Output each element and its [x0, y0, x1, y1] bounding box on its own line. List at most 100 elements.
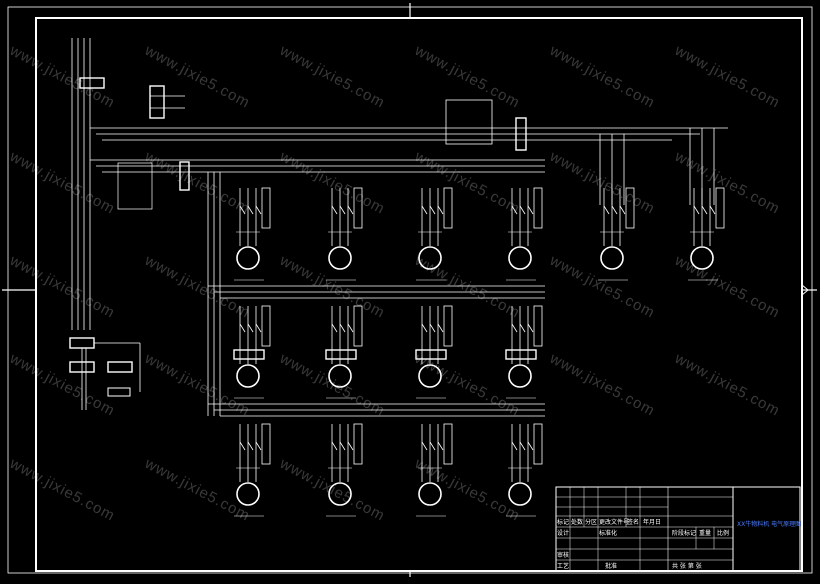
tb-drawing-name: XX牛物料机 电气原理图: [737, 520, 801, 528]
control-contact: [353, 305, 363, 347]
motor-unit-row1-1: [234, 187, 271, 281]
inner-border: [35, 17, 803, 572]
motor-symbol: [600, 246, 624, 270]
tb-label-date: 年月日: [643, 518, 661, 526]
motor-unit-row1-2: [326, 187, 363, 281]
contact: [339, 205, 346, 215]
contact: [511, 205, 518, 215]
plc-block: [107, 361, 133, 373]
contact: [247, 205, 254, 215]
bus-wiring: [71, 38, 728, 417]
motor-unit-row1-3: [416, 187, 453, 281]
contact: [331, 441, 338, 451]
control-transformer: [69, 337, 95, 349]
tb-label-scale: 比例: [717, 529, 729, 537]
tb-label-weight: 重量: [699, 529, 711, 537]
control-contact: [443, 187, 453, 229]
control-contact: [261, 423, 271, 465]
motor-unit-row3-4: [506, 423, 543, 517]
motor-unit-row1-6: [688, 187, 725, 281]
overload-relay: [233, 349, 265, 360]
contact: [527, 441, 534, 451]
contact: [239, 323, 246, 333]
contact: [255, 205, 262, 215]
motor-unit-row1-4: [506, 187, 543, 281]
fuse-block: [149, 85, 165, 119]
tb-label-count: 处数: [571, 518, 583, 526]
contact: [247, 441, 254, 451]
contact: [331, 205, 338, 215]
motor-unit-row3-3: [416, 423, 453, 517]
main-breaker: [79, 77, 105, 89]
motor-circuits: [233, 187, 725, 517]
orientation-arrow: [801, 289, 809, 296]
contact: [429, 441, 436, 451]
tb-label-sheet: 共 张 第 张: [672, 562, 702, 570]
contact: [519, 441, 526, 451]
contact: [255, 441, 262, 451]
thermal-relay: [179, 161, 190, 191]
motor-symbol: [328, 364, 352, 388]
orientation-arrow: [801, 284, 809, 291]
overload-relay: [325, 349, 357, 360]
motor-unit-row3-1: [234, 423, 271, 517]
contact: [693, 205, 700, 215]
tb-label-stage: 阶段标记: [672, 529, 696, 537]
motor-unit-row2-4: [506, 305, 543, 399]
contact: [611, 205, 618, 215]
tb-label-standard: 标准化: [599, 529, 617, 537]
contact: [255, 323, 262, 333]
overload-relay: [505, 349, 537, 360]
overload-relay: [415, 349, 447, 360]
contact: [429, 323, 436, 333]
contact: [429, 205, 436, 215]
contact: [511, 323, 518, 333]
contact: [347, 205, 354, 215]
contact: [527, 323, 534, 333]
tb-label-zone: 分区: [585, 518, 597, 526]
motor-symbol: [236, 364, 260, 388]
motor-symbol: [328, 482, 352, 506]
control-contact: [261, 187, 271, 229]
control-contact: [715, 187, 725, 229]
contact: [527, 205, 534, 215]
contact: [421, 323, 428, 333]
contact: [347, 441, 354, 451]
contact: [239, 205, 246, 215]
motor-unit-row2-1: [234, 305, 271, 399]
contact: [239, 441, 246, 451]
control-contact: [443, 305, 453, 347]
motor-unit-row1-5: [598, 187, 635, 281]
control-contact: [353, 187, 363, 229]
motor-symbol: [236, 482, 260, 506]
tb-label-change-doc: 更改文件号: [599, 518, 629, 526]
motor-symbol: [418, 246, 442, 270]
control-contact: [443, 423, 453, 465]
motor-symbol: [508, 482, 532, 506]
thermal-relay: [515, 117, 527, 151]
tb-label-design: 设计: [557, 529, 569, 537]
contact: [247, 323, 254, 333]
motor-symbol: [508, 246, 532, 270]
contact: [519, 323, 526, 333]
main-power-circuit: [69, 77, 141, 410]
tb-label-mark: 标记: [557, 518, 569, 526]
contact: [331, 323, 338, 333]
control-contact: [625, 187, 635, 229]
contact: [619, 205, 626, 215]
motor-symbol: [690, 246, 714, 270]
contact: [437, 205, 444, 215]
contact: [701, 205, 708, 215]
tb-label-process: 工艺: [557, 562, 569, 570]
contact: [339, 323, 346, 333]
contact: [339, 441, 346, 451]
tb-label-review: 审核: [557, 551, 569, 559]
drawing-frame: [2, 3, 817, 577]
contact: [421, 441, 428, 451]
reversing-contactor: [445, 99, 493, 145]
motor-symbol: [418, 482, 442, 506]
motor-symbol: [418, 364, 442, 388]
contact: [437, 441, 444, 451]
